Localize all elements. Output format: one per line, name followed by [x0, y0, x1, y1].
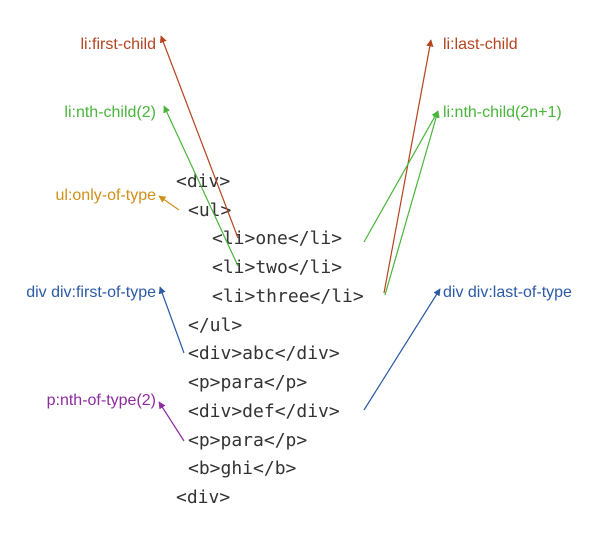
- arrow-nth-child-2: [163, 105, 239, 267]
- code-line-ul-open: <ul>: [188, 200, 232, 221]
- code-line-p-para-1: <p>para</p>: [188, 372, 307, 393]
- code-line-li-two: <li>two</li>: [212, 257, 342, 278]
- code-line-b-ghi: <b>ghi</b>: [188, 458, 297, 479]
- code-line-div-abc: <div>abc</div>: [188, 343, 340, 364]
- label-ul-only-of-type: ul:only-of-type: [56, 187, 157, 204]
- label-li-last-child: li:last-child: [443, 36, 518, 53]
- arrow-nth-of-type-2: [158, 401, 185, 442]
- label-li-nth-child-2n1: li:nth-child(2n+1): [443, 104, 562, 121]
- code-line-li-one: <li>one</li>: [212, 228, 342, 249]
- code-line-div-def: <div>def</div>: [188, 401, 340, 422]
- label-div-last-of-type: div div:last-of-type: [443, 284, 572, 301]
- label-p-nth-of-type-2: p:nth-of-type(2): [47, 392, 156, 409]
- arrow-last-child: [383, 39, 434, 294]
- label-li-nth-child-2: li:nth-child(2): [64, 104, 156, 121]
- arrow-first-of-type: [158, 286, 185, 354]
- code-line-div-close: <div>: [176, 487, 230, 508]
- code-line-ul-close: </ul>: [188, 315, 242, 336]
- arrow-nth-child-2n1-one: [363, 110, 439, 243]
- label-li-first-child: li:first-child: [80, 36, 156, 53]
- html-code-block: <div> <ul> <li>one</li> <li>two</li> <li…: [176, 171, 364, 508]
- arrow-nth-child-2n1-three: [384, 110, 440, 296]
- code-line-li-three: <li>three</li>: [212, 286, 364, 307]
- arrow-first-child: [159, 35, 239, 239]
- label-div-first-of-type: div div:first-of-type: [26, 284, 156, 301]
- arrow-only-of-type: [158, 195, 180, 211]
- code-line-p-para-2: <p>para</p>: [188, 430, 307, 451]
- arrow-last-of-type: [363, 288, 441, 411]
- code-line-div-open: <div>: [176, 171, 230, 192]
